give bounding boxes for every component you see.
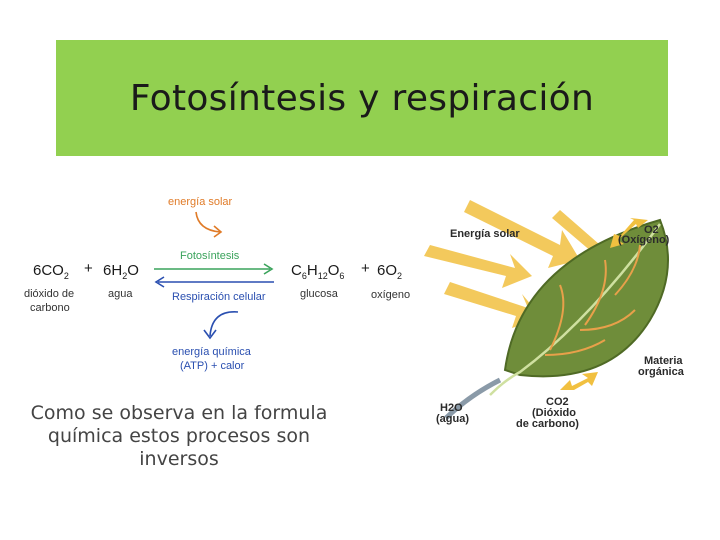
leaf-illustration	[424, 200, 669, 420]
reactant-h2o: 6H2O	[103, 262, 139, 281]
leaf-oxigeno-label: (Oxígeno)	[618, 234, 670, 246]
leaf-stem-icon	[444, 377, 502, 420]
energia-quimica-label-line1: energía química	[172, 346, 251, 358]
o2-arrow-icon	[610, 218, 648, 248]
co2-arrow-icon	[560, 372, 598, 390]
fotosintesis-label: Fotosíntesis	[180, 250, 240, 262]
slide-title: Fotosíntesis y respiración	[129, 77, 595, 119]
leaf-co2-label: CO2	[546, 396, 569, 408]
leaf-dioxido-label: (Dióxido	[532, 407, 576, 419]
leaf-icon	[444, 218, 669, 420]
product-glucose: C6H12O6	[291, 262, 345, 281]
energia-solar-label: energía solar	[168, 196, 233, 208]
reaction-arrows	[154, 263, 274, 288]
respiracion-label: Respiración celular	[172, 291, 266, 303]
leaf-materia-label-line1: Materia	[644, 355, 683, 367]
leaf-de-carbono-label: de carbono)	[516, 418, 579, 430]
reactant-co2: 6CO2	[33, 262, 69, 281]
dioxido-label-line1: dióxido de	[24, 288, 75, 300]
agua-label: agua	[108, 288, 133, 300]
title-banner: Fotosíntesis y respiración	[56, 40, 668, 156]
oxigeno-label: oxígeno	[371, 289, 411, 301]
slide-caption: Como se observa en la formula química es…	[30, 402, 328, 470]
leaf-energia-solar-label: Energía solar	[450, 228, 520, 240]
glucosa-label: glucosa	[300, 288, 338, 300]
leaf-materia-label-line2: orgánica	[638, 366, 684, 378]
energia-quimica-label-line2: (ATP) + calor	[180, 360, 245, 372]
product-o2: 6O2	[377, 262, 403, 281]
leaf-h2o-label: H2O	[440, 402, 463, 414]
plus-sign-1: +	[84, 260, 93, 277]
plus-sign-2: +	[361, 260, 370, 277]
solar-energy-arrow-icon	[195, 211, 223, 238]
dioxido-label-line2: carbono	[30, 302, 70, 314]
leaf-agua-label: (agua)	[436, 413, 469, 425]
chemical-energy-arrow-icon	[203, 311, 239, 340]
leaf-o2-label: O2	[644, 224, 659, 236]
